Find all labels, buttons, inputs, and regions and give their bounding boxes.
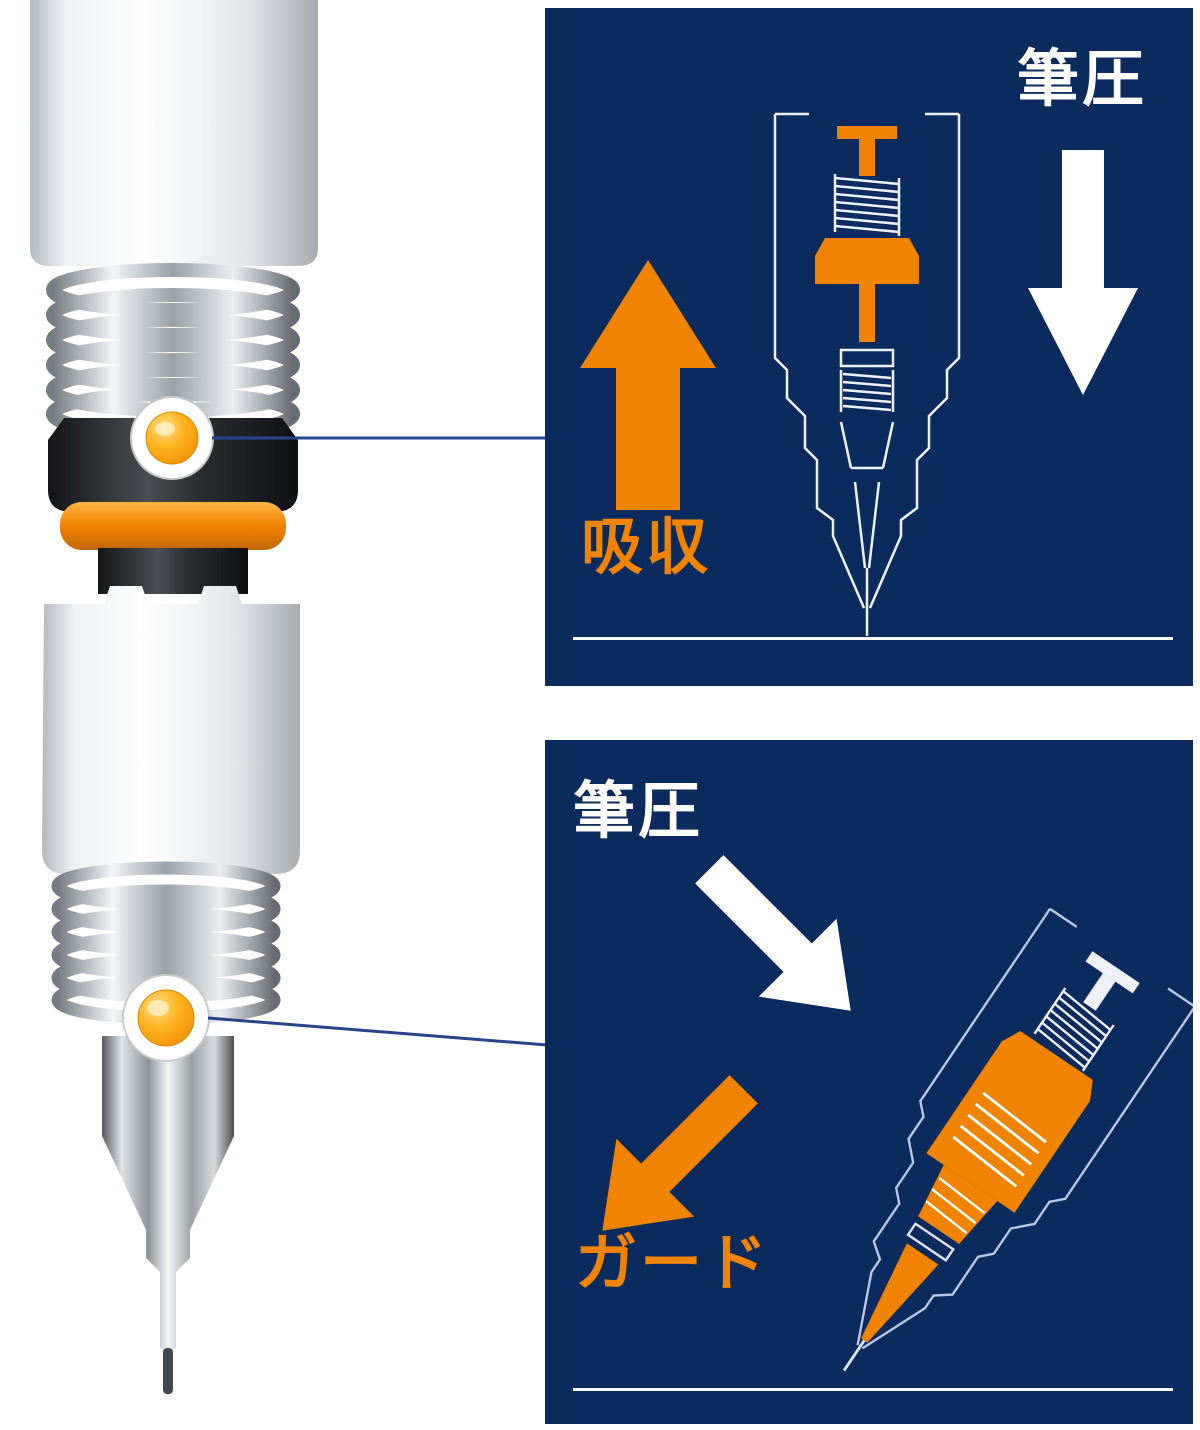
lead-line (842, 1339, 866, 1372)
outer-body-outline (773, 112, 961, 609)
pencil-photo (30, 0, 318, 1394)
cushion-ball-lower (122, 974, 210, 1062)
orange-o-ring (60, 502, 286, 550)
cushion-ball-upper (130, 396, 214, 480)
pressure-label: 筆圧 (573, 774, 704, 847)
orange-cushion-collar (815, 238, 919, 342)
mechanism-drawing-tilted (842, 907, 1193, 1372)
absorb-up-arrow-icon (580, 260, 716, 510)
plunger-spring-assembly (1033, 951, 1140, 1072)
plunger-spring-assembly (833, 126, 901, 236)
pressure-label: 筆圧 (1016, 42, 1147, 115)
guard-label: ガード (575, 1226, 771, 1299)
guard-diagram-panel: 筆圧 ガード (545, 740, 1193, 1424)
upper-spring (46, 263, 300, 441)
guard-diagonal-arrow-icon (602, 1075, 758, 1231)
chuck-assembly (839, 348, 895, 636)
orange-tip-cone (861, 1243, 939, 1343)
pressure-diagonal-arrow-icon (695, 855, 851, 1011)
ground-line (573, 637, 1173, 640)
pressure-down-arrow-icon (1028, 150, 1138, 395)
absorb-label: 吸収 (581, 510, 712, 583)
chuck-ring (906, 1222, 955, 1262)
absorb-diagram-panel: 筆圧 吸収 (545, 8, 1193, 686)
ground-line (573, 1388, 1173, 1391)
outer-body-outline (856, 907, 1193, 1350)
upper-barrel (30, 0, 318, 266)
metal-tip (102, 1036, 234, 1348)
grip-body (42, 586, 300, 874)
orange-guard-sleeve (918, 1030, 1093, 1245)
mechanism-drawing-vertical (773, 112, 961, 636)
pencil-lead (163, 1348, 173, 1394)
